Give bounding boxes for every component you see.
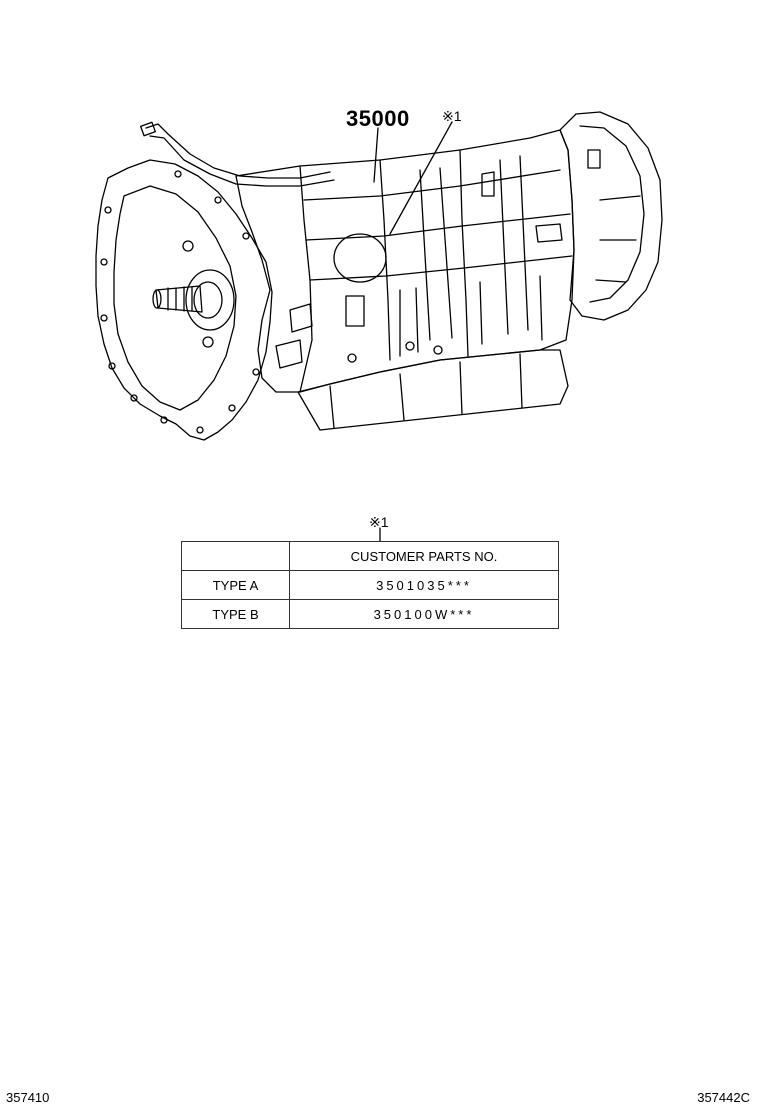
- row-type-label: TYPE A: [181, 570, 290, 600]
- bell-bolts: [100, 170, 260, 434]
- table-reference-mark: ※1: [369, 514, 389, 530]
- table-header-empty: [181, 541, 290, 571]
- table-header-customer-parts-no: CUSTOMER PARTS NO.: [289, 541, 559, 571]
- leader-35000: [373, 127, 379, 183]
- row-parts-no: 3501035***: [289, 570, 559, 600]
- customer-parts-table: CUSTOMER PARTS NO. TYPE A 3501035*** TYP…: [181, 541, 559, 629]
- oil-pan: [297, 349, 569, 431]
- row-type-label: TYPE B: [181, 599, 290, 629]
- bell-housing: [95, 159, 273, 441]
- footer-right-code: 357442C: [697, 1090, 750, 1105]
- leader-ref-mark: [389, 121, 453, 235]
- row-parts-no: 350100W***: [289, 599, 559, 629]
- table-row: TYPE B 350100W***: [181, 599, 559, 629]
- table-row: TYPE A 3501035***: [181, 570, 559, 600]
- input-shaft: [155, 285, 203, 313]
- cooler-line: [145, 123, 331, 179]
- table-header-row: CUSTOMER PARTS NO.: [181, 541, 559, 571]
- footer-left-code: 357410: [6, 1090, 50, 1105]
- part-number-label: 35000: [346, 106, 410, 131]
- reference-mark-label: ※1: [442, 108, 462, 124]
- extension-housing: [559, 111, 663, 321]
